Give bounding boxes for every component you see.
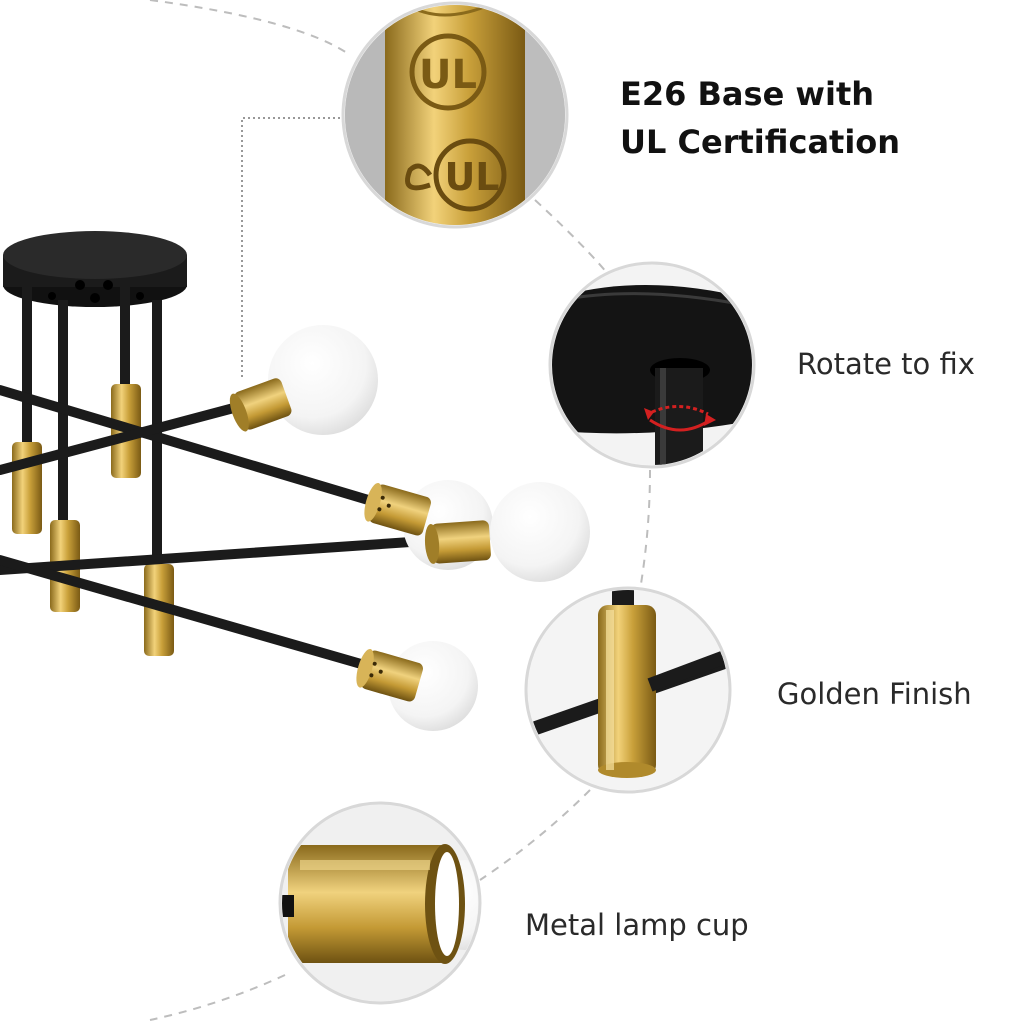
feature-label-golden-finish: Golden Finish (777, 677, 972, 711)
rotate-detail-circle (548, 261, 756, 469)
ul-mark-icon: UL (409, 33, 487, 111)
feature-label-ul-certification: E26 Base with UL Certification (620, 70, 900, 166)
svg-text:UL: UL (419, 52, 477, 98)
golden-finish-detail-circle (524, 586, 732, 794)
dashed-connector-arc (149, 0, 651, 1021)
feature-label-line: E26 Base with (620, 75, 875, 113)
rotate-arrow-icon (644, 405, 716, 432)
chandelier (0, 231, 590, 731)
feature-label-rotate-to-fix: Rotate to fix (797, 347, 975, 381)
cul-mark-icon: UL (405, 138, 507, 212)
feature-label-metal-lamp-cup: Metal lamp cup (525, 908, 749, 942)
svg-text:UL: UL (444, 155, 499, 199)
feature-label-line: UL Certification (620, 123, 901, 161)
lamp-cup-icon (282, 844, 465, 964)
ul-detail-circle: UL UL (341, 1, 569, 229)
lamp-cup-detail-circle (278, 801, 482, 1005)
golden-sleeve-icon (598, 605, 656, 778)
